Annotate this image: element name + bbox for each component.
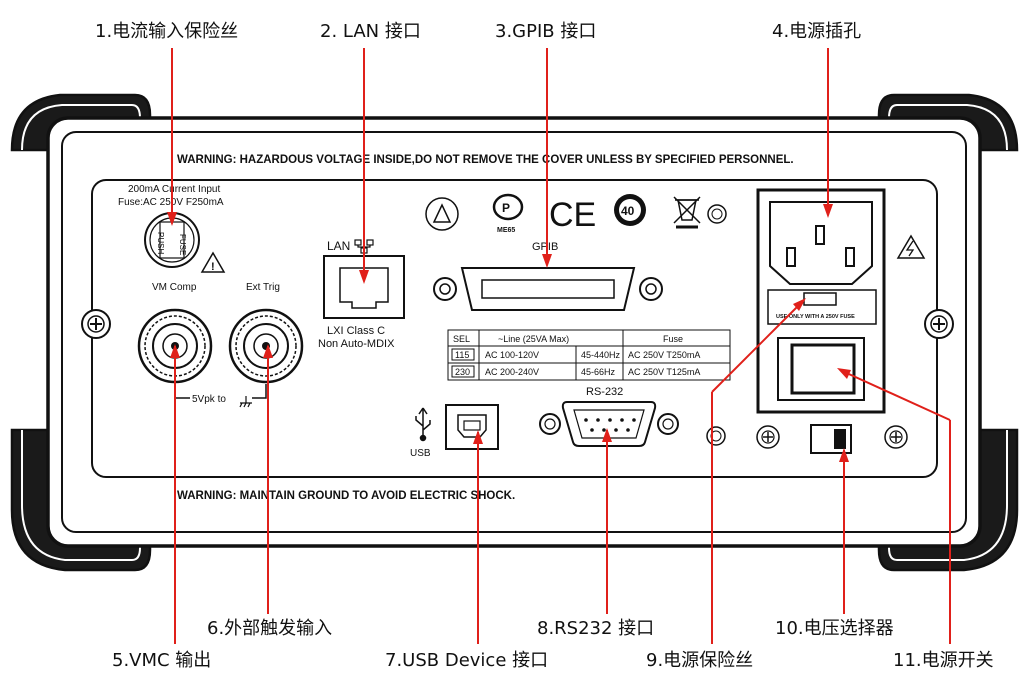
svg-text:P: P (502, 201, 510, 215)
compliance-logo-icon (425, 197, 459, 231)
table-header-sel: SEL (453, 334, 470, 344)
rohs-40-label: 40 (621, 204, 635, 218)
callout-usb-device: 7.USB Device 接口 (385, 650, 549, 671)
vm-comp-label: VM Comp (152, 282, 197, 293)
ext-trig-bnc-connector[interactable] (228, 308, 304, 384)
ce-mark-icon: CE (549, 196, 596, 234)
callout-voltage-selector: 10.电压选择器 (775, 618, 894, 639)
ground-screw-bottom-1 (706, 426, 726, 446)
callout-rs232: 8.RS232 接口 (537, 618, 655, 639)
fuse-input-title-1: 200mA Current Input (128, 184, 220, 195)
warning-triangle-icon (200, 251, 226, 273)
power-switch[interactable] (777, 337, 865, 401)
usb-icon (415, 407, 431, 442)
callout-fuse-input: 1.电流输入保险丝 (95, 21, 239, 42)
warning-top: WARNING: HAZARDOUS VOLTAGE INSIDE,DO NOT… (177, 154, 794, 166)
ground-symbol-icon (239, 396, 252, 408)
warning-triangle-mark: ! (211, 261, 215, 273)
ext-trig-label: Ext Trig (246, 282, 280, 293)
pct-logo-icon: P ME65 (492, 193, 524, 234)
screw-left (81, 309, 111, 339)
usb-device-port[interactable] (445, 404, 499, 450)
screw-bottom-2 (756, 425, 780, 449)
table-header-fuse: Fuse (663, 334, 683, 344)
me65-label: ME65 (497, 227, 515, 234)
callout-lan: 2. LAN 接口 (320, 21, 421, 42)
rs232-port[interactable] (539, 401, 679, 447)
lxi-class-label: LXI Class C (327, 325, 385, 337)
power-socket[interactable] (769, 201, 873, 285)
gpib-port[interactable] (433, 267, 663, 311)
screw-bottom-3 (884, 425, 908, 449)
weee-bin-icon (673, 196, 701, 229)
rohs-40-icon: 40 (614, 194, 646, 226)
power-fuse-drawer[interactable]: USE ONLY WITH A 250V FUSE (767, 289, 877, 325)
voltage-selector-switch[interactable] (810, 424, 852, 454)
screw-right (924, 309, 954, 339)
table-header-line: ~Line (25VA Max) (498, 334, 569, 344)
callout-vmc-output: 5.VMC 输出 (112, 650, 212, 671)
fuse-cap-label-b: PUSH (156, 232, 165, 254)
warning-bottom: WARNING: MAINTAIN GROUND TO AVOID ELECTR… (177, 490, 515, 502)
lxi-mdix-label: Non Auto-MDIX (318, 338, 395, 350)
fuse-cap-label-a: FUSE (178, 234, 187, 255)
lan-label: LAN (327, 239, 350, 253)
callout-lines (167, 48, 951, 644)
table-row-1-sel: 115 (455, 350, 469, 360)
table-row-1-fuse: AC 250V T250mA (628, 350, 700, 360)
callout-gpib: 3.GPIB 接口 (495, 21, 597, 42)
callout-power-socket: 4.电源插孔 (772, 21, 862, 42)
callout-power-switch: 11.电源开关 (893, 650, 994, 671)
callout-power-fuse: 9.电源保险丝 (646, 650, 754, 671)
gpib-label: GPIB (532, 241, 558, 253)
voltage-spec-table (447, 329, 731, 381)
table-row-2-sel: 230 (455, 367, 470, 377)
table-row-2-freq: 45-66Hz (581, 367, 616, 377)
callout-ext-trigger: 6.外部触发输入 (207, 618, 333, 639)
fuse-input-title-2: Fuse:AC 250V F250mA (118, 197, 224, 208)
table-row-2-fuse: AC 250V T125mA (628, 367, 700, 377)
high-voltage-warning-icon (896, 234, 926, 259)
table-row-1-freq: 45-440Hz (581, 350, 621, 360)
table-row-2-voltage: AC 200-240V (485, 367, 539, 377)
usb-label: USB (410, 448, 431, 459)
outlet-fuse-note: USE ONLY WITH A 250V FUSE (776, 314, 855, 320)
ground-screw-top (707, 204, 727, 224)
rs232-label: RS-232 (586, 386, 623, 398)
vpk-label: 5Vpk to (192, 394, 226, 405)
table-row-1-voltage: AC 100-120V (485, 350, 539, 360)
